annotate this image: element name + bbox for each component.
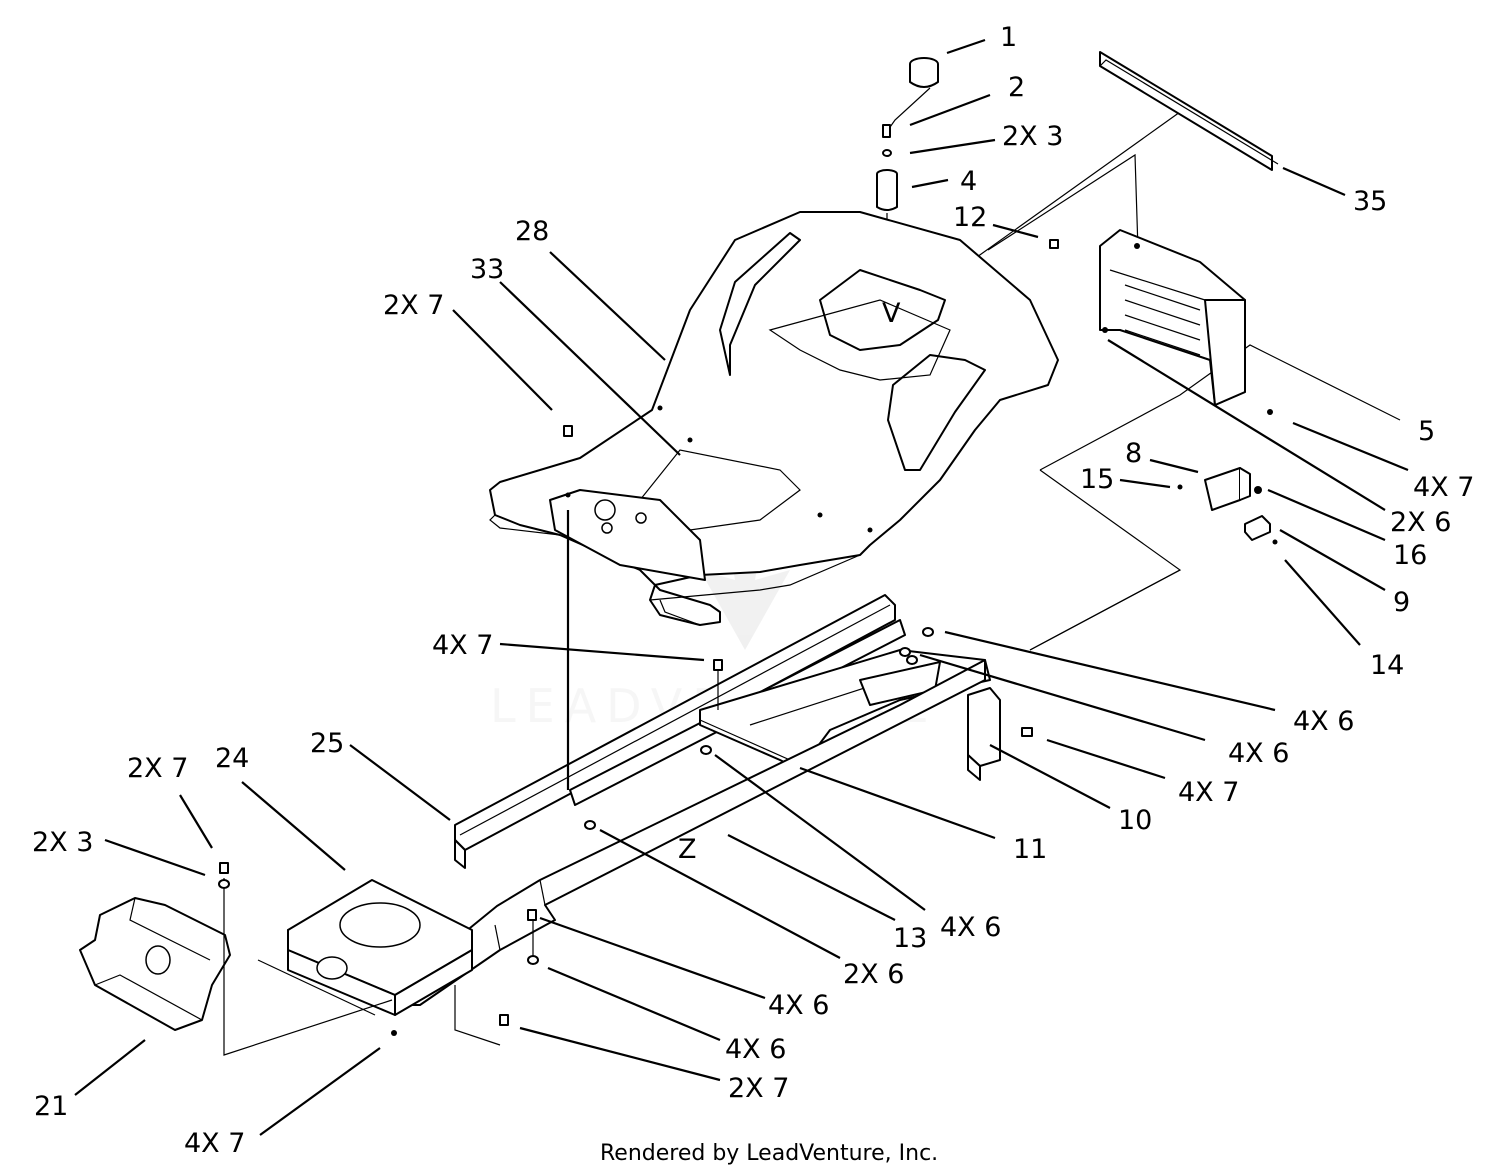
label-4x7-right2: 4X 7 bbox=[1178, 777, 1239, 808]
part-21-shield bbox=[79, 897, 231, 1031]
label-4x7-right: 4X 7 bbox=[1413, 472, 1474, 503]
label-21: 21 bbox=[34, 1091, 68, 1122]
label-2x3-top: 2X 3 bbox=[1002, 121, 1063, 152]
footer-credit: Rendered by LeadVenture, Inc. bbox=[600, 1141, 938, 1166]
part-5-cover bbox=[1099, 229, 1273, 415]
label-4x6-right2: 4X 6 bbox=[1228, 738, 1289, 769]
label-11: 11 bbox=[1013, 834, 1047, 865]
part-10-bracket bbox=[967, 687, 1001, 781]
label-2x7-top: 2X 7 bbox=[383, 290, 444, 321]
part-8-bracket bbox=[1177, 467, 1262, 511]
label-2x6-mid: 2X 6 bbox=[843, 959, 904, 990]
label-1: 1 bbox=[1000, 22, 1017, 53]
label-10: 10 bbox=[1118, 805, 1152, 836]
label-5: 5 bbox=[1418, 416, 1435, 447]
label-35: 35 bbox=[1353, 186, 1387, 217]
label-4x6-low2: 4X 6 bbox=[725, 1034, 786, 1065]
part-35-bar bbox=[1099, 51, 1279, 171]
part-24-plate bbox=[287, 879, 473, 1036]
label-24: 24 bbox=[215, 743, 249, 774]
label-12: 12 bbox=[953, 202, 987, 233]
tag-v: V bbox=[882, 298, 901, 329]
label-2x7-left: 2X 7 bbox=[127, 753, 188, 784]
label-9: 9 bbox=[1393, 587, 1410, 618]
label-33: 33 bbox=[470, 254, 504, 285]
label-4x7-mid: 4X 7 bbox=[432, 630, 493, 661]
reference-lines bbox=[969, 111, 1401, 651]
tag-z: Z bbox=[678, 834, 697, 865]
label-2x6-right: 2X 6 bbox=[1390, 507, 1451, 538]
label-13: 13 bbox=[893, 923, 927, 954]
part-1-knob bbox=[887, 57, 939, 131]
label-2x7-low: 2X 7 bbox=[728, 1073, 789, 1104]
label-25: 25 bbox=[310, 728, 344, 759]
label-16: 16 bbox=[1393, 540, 1427, 571]
fasteners bbox=[218, 239, 1059, 1026]
label-2x3-left: 2X 3 bbox=[32, 827, 93, 858]
label-15: 15 bbox=[1080, 464, 1114, 495]
label-28: 28 bbox=[515, 216, 549, 247]
label-4x6-mid: 4X 6 bbox=[940, 912, 1001, 943]
label-14: 14 bbox=[1370, 650, 1404, 681]
label-8: 8 bbox=[1125, 438, 1142, 469]
label-4x6-low1: 4X 6 bbox=[768, 990, 829, 1021]
part-28-fender bbox=[489, 211, 1059, 626]
label-2: 2 bbox=[1008, 72, 1025, 103]
label-4x7-low: 4X 7 bbox=[184, 1128, 245, 1159]
leader-lines bbox=[74, 38, 1409, 1136]
part-11-rail bbox=[699, 649, 991, 771]
callout-labels: 1 2 2X 3 4 35 12 28 33 2X 7 5 4X 7 8 15 … bbox=[32, 22, 1474, 1159]
label-4x6-right1: 4X 6 bbox=[1293, 706, 1354, 737]
part-2-bolt bbox=[882, 124, 892, 157]
part-9-block bbox=[1244, 515, 1278, 545]
label-4: 4 bbox=[960, 166, 977, 197]
